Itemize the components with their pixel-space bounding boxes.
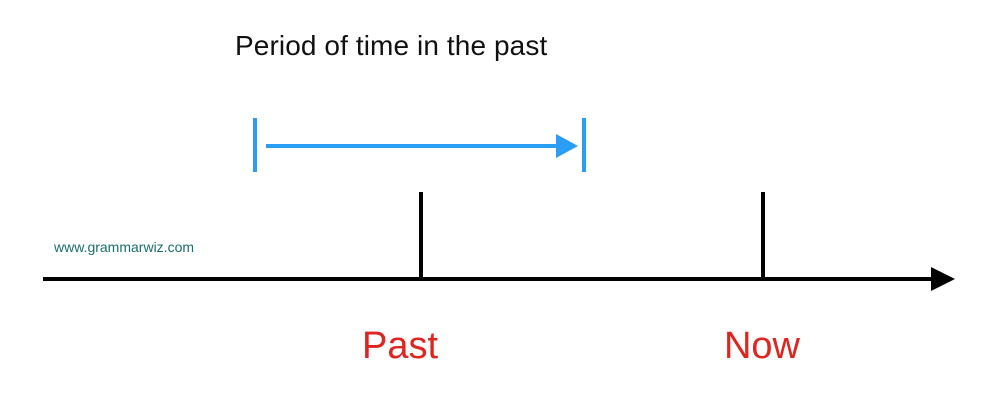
- timeline-arrowhead-icon: [931, 267, 955, 291]
- period-arrow: [253, 118, 586, 172]
- timeline: [43, 192, 955, 291]
- diagram-title: Period of time in the past: [235, 30, 548, 61]
- period-end-bar: [582, 118, 586, 172]
- past-label: Past: [361, 325, 439, 367]
- watermark-url: www.grammarwiz.com: [54, 239, 195, 255]
- period-start-bar: [253, 118, 257, 172]
- now-label: Now: [723, 325, 801, 367]
- period-arrowhead-icon: [556, 134, 578, 158]
